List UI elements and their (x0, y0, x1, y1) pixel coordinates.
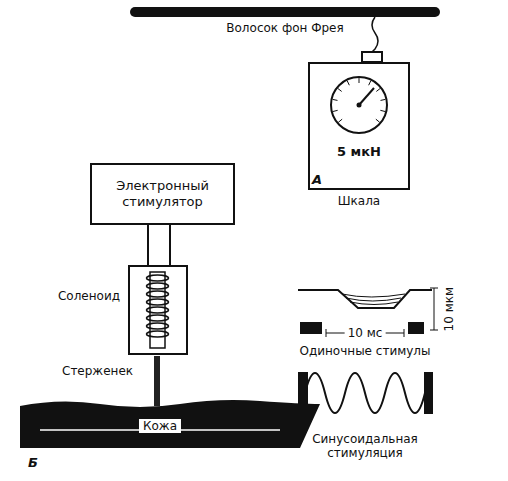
sine-off (424, 372, 433, 414)
scale-box: 5 мкНШкала (308, 62, 410, 190)
caption-label: Одиночные стимулы (299, 344, 430, 358)
skin (20, 400, 320, 448)
coil-turn (147, 331, 169, 337)
cable (148, 225, 170, 265)
coil-turn (147, 315, 169, 321)
scale-reading: 5 мкН (310, 144, 408, 159)
dial-tick (338, 88, 342, 91)
von-frey-bar (130, 7, 440, 17)
dial-tick (380, 110, 385, 111)
coil-windings (147, 275, 169, 337)
sinusoid (305, 373, 425, 413)
solenoid-label: Соленоид (58, 289, 120, 303)
skin-label: Кожа (139, 419, 181, 433)
coil-turn (147, 323, 169, 329)
dial-tick (333, 110, 338, 111)
rod (154, 356, 160, 406)
dial-tick (381, 99, 386, 100)
skin-band: Кожа (20, 415, 300, 445)
stimulus-off (408, 322, 424, 334)
coil-turn (147, 299, 169, 305)
panel-letter: А (312, 172, 322, 188)
stimulator-box: Электронный стимулятор (90, 163, 235, 225)
dial-needle (359, 88, 374, 105)
dial (331, 77, 387, 133)
dial-hub (357, 103, 362, 108)
single-stimulus-trace (298, 290, 432, 308)
dimension: 10 мс (345, 326, 386, 340)
coil-turn (147, 283, 169, 289)
coil-turn (147, 275, 169, 281)
coil-turn (147, 307, 169, 313)
sine-on (298, 372, 308, 414)
trace-hatching (342, 294, 405, 305)
scale-hook (362, 52, 382, 62)
panel-letter: Б (28, 455, 38, 471)
dial-tick (369, 81, 371, 85)
solenoid-box: Соленоид (128, 265, 188, 355)
hair (372, 17, 378, 52)
dial-tick (376, 88, 380, 91)
dial-tick (347, 81, 349, 85)
dial-tick (338, 119, 342, 122)
dial-tick (359, 78, 360, 83)
dial-ticks (333, 78, 386, 122)
scale-label: Шкала (310, 194, 408, 208)
amplitude-bar (430, 288, 438, 330)
part-label: Стерженек (62, 364, 133, 378)
dimension: 10 мкм (442, 287, 456, 331)
stimulator-label: Электронный стимулятор (100, 178, 225, 211)
dial-tick (376, 119, 380, 122)
stimulus-on (300, 322, 322, 334)
caption-label: Синусоидальная стимуляция (300, 432, 430, 461)
dial-tick (333, 99, 338, 100)
part-label: Волосок фон Фрея (226, 21, 343, 35)
coil-turn (147, 291, 169, 297)
